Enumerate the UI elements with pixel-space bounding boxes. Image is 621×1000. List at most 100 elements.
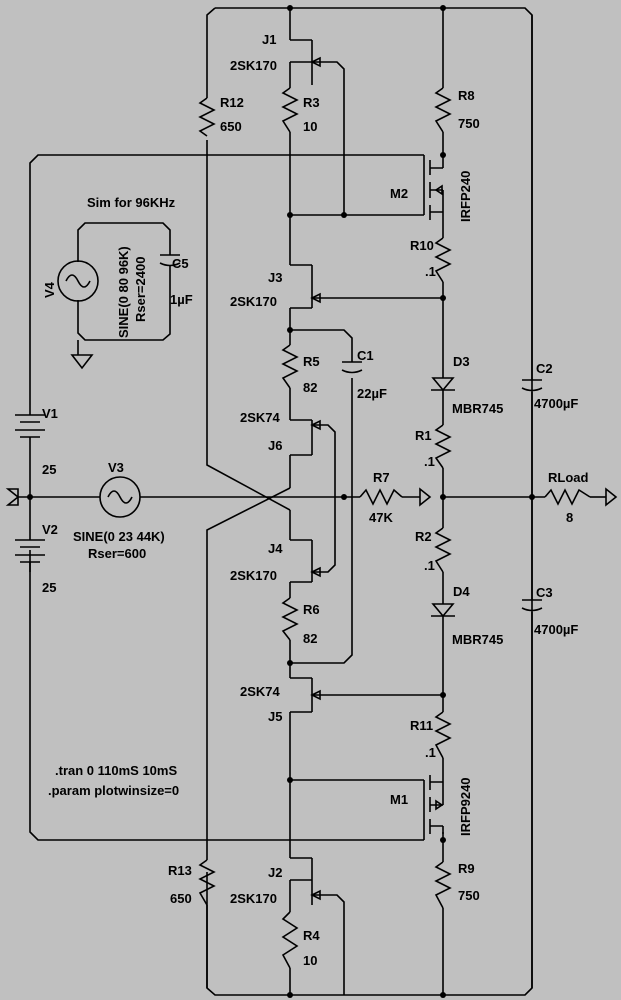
j2-symbol: [290, 857, 321, 905]
j6-model: 2SK74: [240, 410, 281, 425]
r5-symbol: [281, 344, 299, 389]
r10-value: .1: [425, 264, 436, 279]
r12-symbol: [198, 97, 216, 137]
r8-symbol: [434, 87, 452, 133]
jfets: [290, 39, 321, 905]
j1-symbol: [290, 39, 321, 85]
v3-extra: Rser=600: [88, 546, 146, 561]
v1-ref: V1: [42, 406, 58, 421]
v4-symbol: [57, 260, 99, 302]
j3-symbol: [290, 264, 321, 309]
r3-symbol: [281, 87, 299, 133]
r1-ref: R1: [415, 428, 432, 443]
d3-ref: D3: [453, 354, 470, 369]
port-rload-right: [605, 487, 618, 507]
r2-value: .1: [424, 558, 435, 573]
r4-value: 10: [303, 953, 317, 968]
r4-ref: R4: [303, 928, 320, 943]
resistors: [198, 87, 591, 988]
c3-symbol: [521, 599, 543, 612]
r7-value: 47K: [369, 510, 393, 525]
labels: Sim for 96KHz J1 2SK170 R12 650 R3 10 R8…: [42, 32, 589, 968]
j5-symbol: [290, 677, 321, 713]
j1-model: 2SK170: [230, 58, 277, 73]
m1-ref: M1: [390, 792, 408, 807]
r12-value: 650: [220, 119, 242, 134]
j4-model: 2SK170: [230, 568, 277, 583]
r5-value: 82: [303, 380, 317, 395]
m2-ref: M2: [390, 186, 408, 201]
j4-ref: J4: [268, 541, 283, 556]
r9-symbol: [434, 861, 452, 909]
input-port-left: [5, 488, 20, 506]
r12-ref: R12: [220, 95, 244, 110]
d3-symbol: [431, 368, 455, 398]
r11-value: .1: [425, 745, 436, 760]
port-r7-right: [419, 487, 432, 507]
v2-value: 25: [42, 580, 56, 595]
m2-symbol: [423, 155, 444, 220]
v2-ref: V2: [42, 522, 58, 537]
rload-ref: RLoad: [548, 470, 589, 485]
r13-value: 650: [170, 891, 192, 906]
c3-ref: C3: [536, 585, 553, 600]
j3-model: 2SK170: [230, 294, 277, 309]
j6-symbol: [290, 419, 321, 456]
rload-value: 8: [566, 510, 573, 525]
v2-symbol: [15, 530, 45, 572]
j2-model: 2SK170: [230, 891, 277, 906]
junctions: [27, 5, 535, 998]
m2-model: IRFP240: [458, 171, 473, 222]
c1-ref: C1: [357, 348, 374, 363]
r13-symbol: [198, 859, 216, 906]
r3-value: 10: [303, 119, 317, 134]
c2-value: 4700µF: [534, 396, 578, 411]
c1-symbol: [341, 361, 363, 374]
j5-model: 2SK74: [240, 684, 281, 699]
r10-ref: R10: [410, 238, 434, 253]
j2-ref: J2: [268, 865, 282, 880]
directive-tran: .tran 0 110mS 10mS: [55, 763, 177, 778]
c2-ref: C2: [536, 361, 553, 376]
c3-value: 4700µF: [534, 622, 578, 637]
r1-symbol: [434, 424, 452, 469]
sources: [15, 260, 141, 572]
capacitors: [159, 254, 543, 612]
j5-ref: J5: [268, 709, 282, 724]
v3-symbol: [99, 476, 141, 518]
c5-ref: C5: [172, 256, 189, 271]
v1-value: 25: [42, 462, 56, 477]
c5-symbol: [159, 254, 181, 267]
r5-ref: R5: [303, 354, 320, 369]
v4-extra: Rser=2400: [133, 257, 148, 322]
r6-value: 82: [303, 631, 317, 646]
ports: [5, 487, 618, 507]
j4-symbol: [290, 539, 321, 583]
r8-ref: R8: [458, 88, 475, 103]
m1-symbol: [423, 775, 444, 840]
d4-ref: D4: [453, 584, 470, 599]
j6-ref: J6: [268, 438, 282, 453]
v3-value: SINE(0 23 44K): [73, 529, 165, 544]
j1-ref: J1: [262, 32, 276, 47]
v4-ref: V4: [42, 281, 57, 298]
c1-value: 22µF: [357, 386, 387, 401]
r11-ref: R11: [410, 718, 433, 733]
j3-ref: J3: [268, 270, 282, 285]
r2-ref: R2: [415, 529, 432, 544]
mosfets: [423, 155, 444, 840]
r7-symbol: [359, 488, 403, 506]
r11-symbol: [434, 711, 452, 759]
v3-ref: V3: [108, 460, 124, 475]
rload-symbol: [544, 488, 591, 506]
m1-model: IRFP9240: [458, 777, 473, 836]
r6-ref: R6: [303, 602, 320, 617]
r8-value: 750: [458, 116, 480, 131]
r9-value: 750: [458, 888, 480, 903]
r7-ref: R7: [373, 470, 390, 485]
c2-symbol: [521, 379, 543, 392]
v1-symbol: [15, 405, 45, 445]
c5-value: 1µF: [170, 292, 193, 307]
r3-ref: R3: [303, 95, 320, 110]
r9-ref: R9: [458, 861, 475, 876]
